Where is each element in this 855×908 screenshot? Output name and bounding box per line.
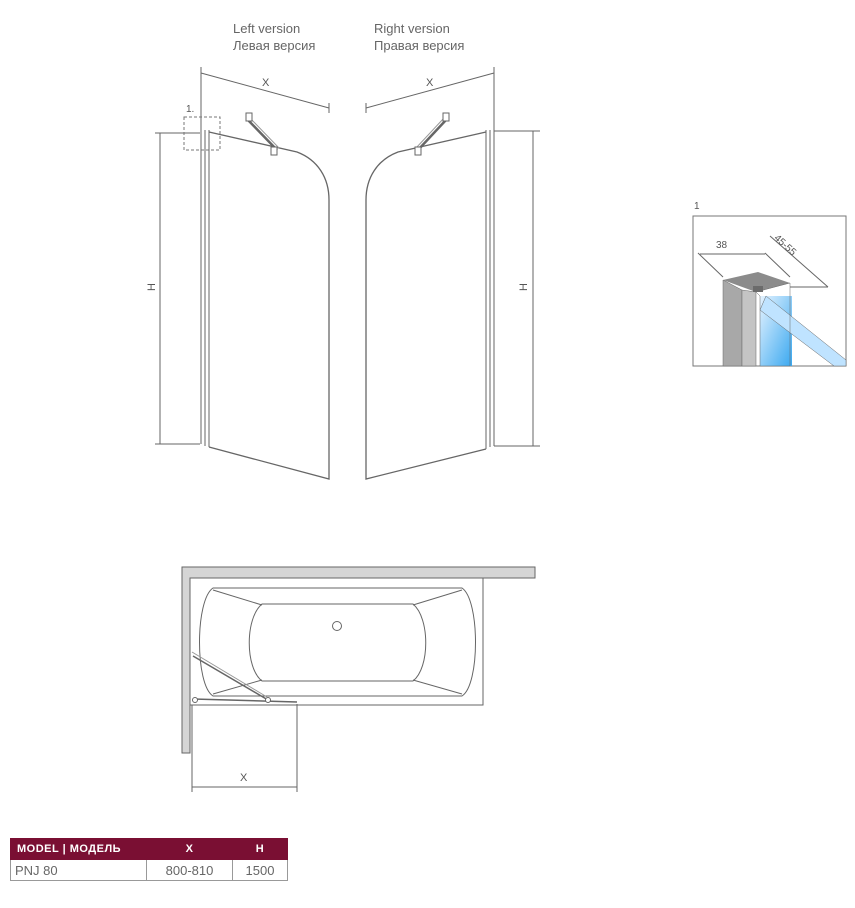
left-height-label: H <box>145 283 158 291</box>
right-version-label-en: Right version <box>374 21 450 36</box>
header-x: X <box>146 838 233 860</box>
cell-x: 800-810 <box>146 859 233 881</box>
table-row: PNJ 80 800-810 1500 <box>10 859 288 881</box>
detail-number: 1 <box>694 201 700 212</box>
left-version-panel <box>155 67 330 480</box>
cell-model: PNJ 80 <box>10 859 147 881</box>
left-width-label: X <box>262 77 270 89</box>
header-h: H <box>232 838 288 860</box>
cell-h: 1500 <box>232 859 288 881</box>
right-version-panel <box>365 67 540 480</box>
right-height-label: H <box>517 283 530 291</box>
left-version-label-ru: Левая версия <box>233 38 316 53</box>
specification-table: MODEL | МОДЕЛЬ X H PNJ 80 800-810 1500 <box>10 838 288 881</box>
header-model: MODEL | МОДЕЛЬ <box>10 838 147 860</box>
table-header-row: MODEL | МОДЕЛЬ X H <box>10 838 288 860</box>
right-width-label: X <box>426 77 434 89</box>
bath-top-view <box>181 566 536 792</box>
left-version-label-en: Left version <box>233 21 301 36</box>
detail-width-label: 38 <box>716 240 728 251</box>
profile-detail-view <box>692 215 847 367</box>
bath-width-label: X <box>240 772 248 784</box>
callout-marker: 1. <box>186 104 195 115</box>
right-version-label-ru: Правая версия <box>374 38 465 53</box>
